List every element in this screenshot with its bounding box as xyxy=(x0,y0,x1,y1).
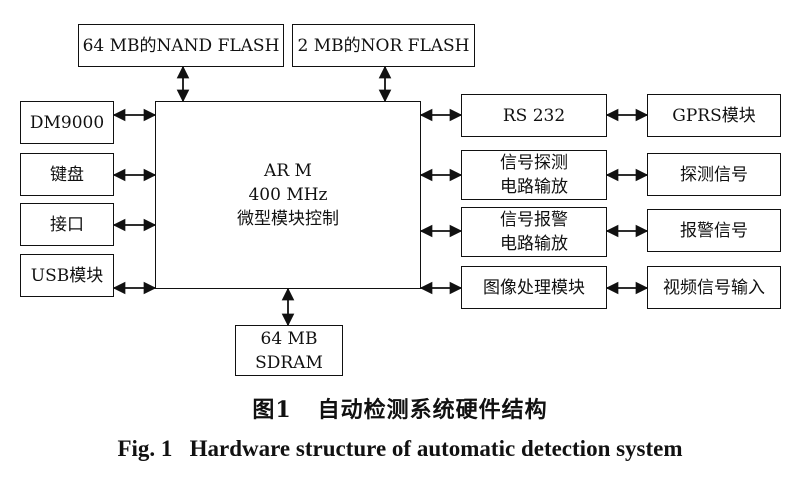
gprs-module-block: GPRS模块 xyxy=(647,94,781,137)
nand-flash-block: 64 MB的NAND FLASH xyxy=(78,24,284,67)
nor-flash-block: 2 MB的NOR FLASH xyxy=(292,24,475,67)
alarm-signal-block: 报警信号 xyxy=(647,209,781,252)
usb-module-block: USB模块 xyxy=(20,254,114,297)
detect-signal-block: 探测信号 xyxy=(647,153,781,196)
rs232-block: RS 232 xyxy=(461,94,607,137)
figure-caption-chinese: 图1 自动检测系统硬件结构 xyxy=(252,397,548,423)
figure-caption-english: Fig. 1 Hardware structure of automatic d… xyxy=(117,436,683,461)
signal-alarm-circuit-block: 信号报警 电路输放 xyxy=(461,207,607,257)
interface-block: 接口 xyxy=(20,203,114,246)
signal-detect-circuit-block: 信号探测 电路输放 xyxy=(461,150,607,200)
sdram-block: 64 MB SDRAM xyxy=(235,325,343,376)
video-input-block: 视频信号输入 xyxy=(647,266,781,309)
image-processing-block: 图像处理模块 xyxy=(461,266,607,309)
dm9000-block: DM9000 xyxy=(20,101,114,144)
keyboard-block: 键盘 xyxy=(20,153,114,196)
arm-controller-block: AR M 400 MHz 微型模块控制 xyxy=(155,101,421,289)
